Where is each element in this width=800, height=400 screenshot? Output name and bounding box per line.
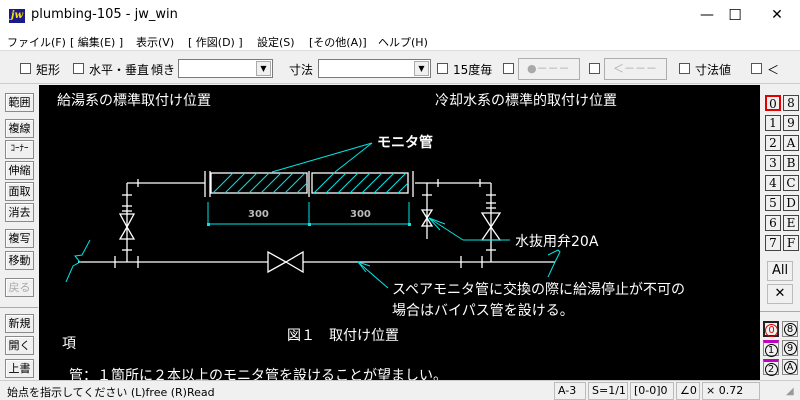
- lt-checkbox[interactable]: [751, 63, 762, 74]
- heading-hot-water: 給湯系の標準取付け位置: [57, 93, 211, 109]
- attribute-toolbar: 矩形 水平・垂直 傾き ▼ 寸法 ▼ 15度毎 ●－－－ ＜－－－ 寸法値 ＜: [0, 52, 800, 84]
- layer-button[interactable]: 2: [765, 135, 781, 151]
- close-icon[interactable]: ✕: [767, 284, 793, 304]
- layer-button[interactable]: 3: [765, 155, 781, 171]
- layer-group-button[interactable]: A: [782, 359, 798, 375]
- layer-button[interactable]: 4: [765, 175, 781, 191]
- layer-group-button[interactable]: 8: [782, 321, 798, 337]
- layer-button[interactable]: B: [783, 155, 799, 171]
- layer-button[interactable]: A: [783, 135, 799, 151]
- dim-combo[interactable]: ▼: [318, 59, 431, 78]
- layer-button[interactable]: 1: [765, 115, 781, 131]
- section-label: 項: [62, 336, 76, 352]
- layer-button[interactable]: 5: [765, 195, 781, 211]
- monitor-pipe-label: モニタ管: [377, 135, 433, 151]
- status-message: 始点を指示してください (L)free (R)Read: [7, 386, 215, 399]
- undo-button[interactable]: 戻る: [5, 278, 34, 297]
- app-logo-icon: jw: [9, 9, 25, 23]
- erase-button[interactable]: 消去: [5, 203, 34, 222]
- menu-file[interactable]: ファイル(F): [7, 36, 66, 49]
- rect-checkbox[interactable]: [20, 63, 31, 74]
- layer-panel: 0 8 1 9 2 A 3 B 4 C 5 D 6 E 7 F All ✕ 0 …: [760, 85, 800, 380]
- zoom-level[interactable]: × 0.72: [702, 382, 760, 400]
- menu-bar: ファイル(F) [ 編集(E) ] 表示(V) [ 作図(D) ] 設定(S) …: [0, 31, 800, 51]
- chamfer-button[interactable]: 面取: [5, 182, 34, 201]
- heading-cooling-water: 冷却水系の標準的取付け位置: [435, 93, 617, 109]
- chevron-down-icon[interactable]: ▼: [256, 61, 271, 76]
- layer-button[interactable]: E: [783, 215, 799, 231]
- minimize-button[interactable]: —: [700, 7, 714, 23]
- drain-valve-label: 水抜用弁20A: [515, 234, 599, 250]
- resize-grip-icon[interactable]: ◢: [786, 386, 794, 397]
- overwrite-button[interactable]: 上書: [5, 359, 34, 378]
- offset-button[interactable]: 複線: [5, 119, 34, 138]
- layer-group-button[interactable]: 9: [782, 340, 798, 356]
- layer-group-button[interactable]: 0: [763, 321, 779, 337]
- layer-button[interactable]: 8: [783, 95, 799, 111]
- divider: [0, 307, 38, 308]
- paper-size[interactable]: A-3: [554, 382, 586, 400]
- dimension-text: 300: [248, 209, 269, 220]
- note-line-1: スペアモニタ管に交換の際に給湯停止が不可の: [392, 282, 686, 298]
- note-line-2: 場合はバイパス管を設ける。: [392, 303, 574, 319]
- dimval-label: 寸法値: [695, 63, 732, 77]
- divider: [760, 311, 800, 312]
- layer-group-button[interactable]: 1: [763, 340, 779, 357]
- new-button[interactable]: 新規: [5, 314, 34, 333]
- arrow-checkbox[interactable]: [589, 63, 600, 74]
- figure-caption: 図１ 取付け位置: [287, 328, 399, 344]
- deg15-label: 15度毎: [453, 63, 493, 77]
- copy-button[interactable]: 複写: [5, 229, 34, 248]
- menu-draw[interactable]: [ 作図(D) ]: [188, 36, 243, 49]
- dim-label: 寸法: [289, 63, 314, 77]
- layer-button[interactable]: 9: [783, 115, 799, 131]
- scale[interactable]: S=1/1: [588, 382, 628, 400]
- drawing-canvas[interactable]: 300 300 給湯系の標準取付け位置 冷却水系の標準的取付け位置 モニタ管 水…: [39, 85, 760, 380]
- window-title: plumbing-105 - jw_win: [31, 7, 178, 22]
- layer-button[interactable]: F: [783, 235, 799, 251]
- left-toolbar: 範囲 複線 ｺｰﾅｰ 伸縮 面取 消去 複写 移動 戻る 新規 開く 上書: [0, 85, 38, 380]
- menu-help[interactable]: ヘルプ(H): [378, 36, 428, 49]
- menu-settings[interactable]: 設定(S): [257, 36, 295, 49]
- maximize-button[interactable]: ☐: [728, 6, 742, 24]
- move-button[interactable]: 移動: [5, 251, 34, 270]
- angle[interactable]: ∠0: [676, 382, 700, 400]
- body-text: 管：１箇所に２本以上のモニタ管を設けることが望ましい。: [69, 368, 447, 380]
- all-layers-button[interactable]: All: [767, 261, 793, 281]
- deg15-checkbox[interactable]: [437, 63, 448, 74]
- arrow-line-button[interactable]: ＜－－－: [604, 58, 667, 80]
- dimension-text: 300: [350, 209, 371, 220]
- layer-status[interactable]: [0-0]0: [630, 382, 674, 400]
- layer-button[interactable]: 6: [765, 215, 781, 231]
- stretch-button[interactable]: 伸縮: [5, 161, 34, 180]
- menu-other[interactable]: [その他(A)]: [309, 36, 367, 49]
- hv-checkbox[interactable]: [73, 63, 84, 74]
- chevron-down-icon[interactable]: ▼: [414, 61, 429, 76]
- layer-button[interactable]: D: [783, 195, 799, 211]
- close-button[interactable]: ✕: [771, 7, 783, 23]
- lt-label: ＜: [767, 63, 780, 77]
- tilt-label: 傾き: [151, 63, 176, 77]
- layer-button[interactable]: C: [783, 175, 799, 191]
- open-button[interactable]: 開く: [5, 336, 34, 355]
- corner-button[interactable]: ｺｰﾅｰ: [5, 140, 34, 159]
- menu-view[interactable]: 表示(V): [136, 36, 175, 49]
- layer-button[interactable]: 7: [765, 235, 781, 251]
- range-button[interactable]: 範囲: [5, 93, 34, 112]
- layer-group-button[interactable]: 2: [763, 359, 779, 376]
- dimval-checkbox[interactable]: [679, 63, 690, 74]
- title-bar: jw plumbing-105 - jw_win — ☐ ✕: [0, 0, 800, 31]
- layer-button[interactable]: 0: [765, 95, 781, 111]
- rect-label: 矩形: [36, 63, 61, 77]
- cad-drawing: 300 300: [65, 142, 561, 289]
- status-bar: 始点を指示してください (L)free (R)Read A-3 S=1/1 [0…: [0, 380, 800, 400]
- point-line-button[interactable]: ●－－－: [518, 58, 580, 80]
- point-checkbox[interactable]: [503, 63, 514, 74]
- hv-label: 水平・垂直: [89, 63, 150, 77]
- menu-edit[interactable]: [ 編集(E) ]: [70, 36, 124, 49]
- tilt-combo[interactable]: ▼: [178, 59, 273, 78]
